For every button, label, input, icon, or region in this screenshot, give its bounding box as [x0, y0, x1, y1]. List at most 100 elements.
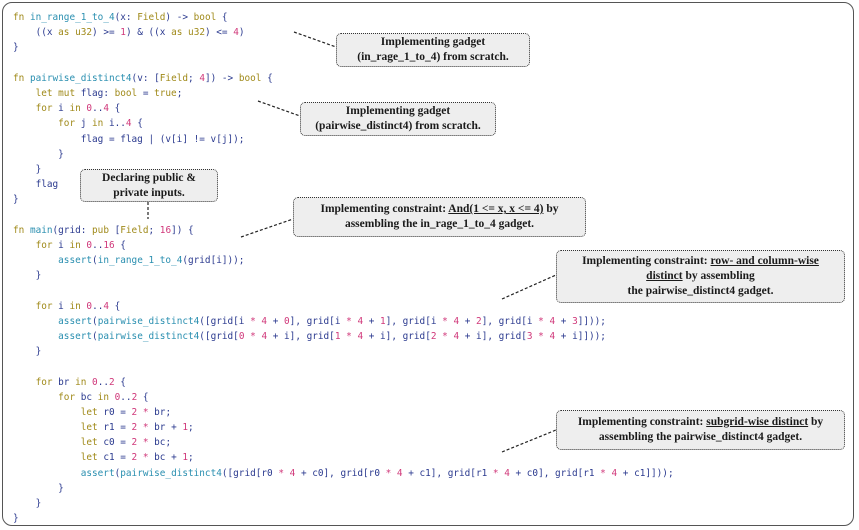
code-token: Field: [137, 12, 166, 23]
code-token: for: [35, 239, 53, 251]
note-gadget-range-line2: (in_rage_1_to_4) from scratch.: [357, 51, 509, 63]
code-token: 2: [430, 330, 437, 342]
code-line: let c1 = 2 * bc + 1;: [13, 450, 674, 465]
code-token: +: [363, 315, 381, 327]
code-token: ) >=: [92, 27, 121, 39]
code-token: 4: [233, 27, 239, 39]
note-constraint-subgrid-prefix: Implementing constraint:: [577, 416, 707, 428]
code-line: let r1 = 2 * br + 1;: [13, 420, 674, 435]
note-constraint-rowcol-prefix: Implementing constraint:: [582, 255, 711, 267]
code-line: ((x as u32) >= 1) & ((x as u32) <= 4): [13, 25, 674, 40]
code-token: {: [109, 300, 121, 312]
code-token: }: [13, 482, 64, 494]
code-line: for br in 0..2 {: [13, 375, 674, 390]
code-token: 4: [357, 315, 364, 327]
code-token: *: [142, 422, 149, 434]
code-line: }: [13, 147, 674, 162]
code-token: ]) ->: [204, 72, 239, 84]
code-token: }: [13, 513, 19, 525]
code-token: 2: [131, 391, 138, 403]
code-token: {: [109, 103, 121, 115]
code-token: Field: [159, 72, 189, 84]
code-line: flag: [13, 177, 674, 192]
code-token: let: [80, 422, 98, 434]
code-token: (grid[i]));: [182, 255, 245, 266]
code-token: + c0], grid[r0: [295, 467, 386, 479]
code-token: (x:: [114, 12, 138, 23]
code-token: i: [52, 103, 70, 115]
code-token: pub: [92, 224, 109, 236]
code-token: pairwise_distinct4: [97, 315, 200, 327]
code-token: in: [75, 376, 87, 388]
code-line: for bc in 0..2 {: [13, 390, 674, 405]
code-token: *: [385, 467, 392, 479]
code-line: }: [13, 268, 674, 283]
code-token: + i], grid[: [363, 330, 431, 342]
connector-gadget-distinct: [257, 100, 301, 117]
code-token: + c1], grid[r1: [402, 467, 493, 479]
code-token: 1: [380, 315, 386, 327]
code-token: {: [114, 239, 126, 251]
note-inputs-line2: private inputs.: [113, 186, 185, 199]
code-token: fn: [13, 72, 30, 84]
code-token: for: [35, 376, 53, 388]
code-token: for: [58, 391, 76, 403]
code-token: 4: [261, 330, 268, 342]
code-token: =: [137, 87, 155, 99]
code-token: flag = flag | (v[i] != v[j]);: [13, 133, 245, 145]
code-token: 1: [334, 330, 341, 342]
code-token: + c1]]));: [617, 467, 674, 479]
code-token: 4: [125, 118, 132, 130]
code-token: i: [52, 239, 70, 251]
code-line: }: [13, 162, 674, 177]
note-constraint-rowcol-line3: the pairwise_distinct4 gadget.: [627, 285, 774, 297]
code-token: assert: [58, 315, 93, 327]
connector-gadget-range: [293, 31, 337, 48]
code-token: }: [13, 346, 42, 358]
code-token: 4: [504, 467, 510, 479]
code-token: ..: [92, 239, 104, 251]
note-constraint-subgrid-suffix: by: [808, 416, 824, 428]
code-token: 4: [103, 103, 110, 115]
code-token: in_range_1_to_4: [97, 255, 183, 266]
code-token: (: [114, 467, 121, 479]
note-constraint-rowcol-line1: Implementing constraint: row- and column…: [582, 254, 819, 269]
note-constraint-subgrid-emph: subgrid-wise distinct: [706, 416, 809, 428]
code-token: 0: [114, 391, 121, 403]
code-token: (: [92, 255, 98, 266]
code-token: (v: [: [131, 72, 160, 84]
code-token: 3: [526, 330, 533, 342]
connector-constraint-subgrid: [501, 429, 557, 453]
code-token: *: [538, 315, 544, 327]
code-token: +: [555, 315, 573, 327]
code-token: 2: [476, 315, 482, 327]
code-token: ) & ((x: [125, 27, 172, 39]
code-token: {: [261, 72, 273, 84]
code-token: *: [250, 315, 256, 327]
note-constraint-subgrid-line1: Implementing constraint: subgrid-wise di…: [578, 415, 823, 430]
code-token: for: [35, 300, 53, 312]
note-constraint-subgrid-line2: assembling the pairwise_distinct4 gadget…: [598, 431, 803, 443]
code-line: assert(pairwise_distinct4([grid[r0 * 4 +…: [13, 466, 674, 481]
code-token: 0: [284, 315, 290, 327]
code-token: 0: [238, 330, 245, 342]
code-line: }: [13, 344, 674, 359]
code-token: + c0], grid[r1: [509, 467, 601, 479]
code-token: {: [131, 118, 143, 130]
code-token: + i], grid[: [459, 330, 527, 342]
connector-constraint-range: [240, 218, 294, 238]
code-token: ], grid[i: [481, 315, 539, 327]
code-line: }: [13, 481, 674, 496]
code-line: let mut flag: bool = true;: [13, 86, 674, 101]
code-token: +: [459, 315, 477, 327]
code-token: assert: [58, 255, 93, 266]
code-line: flag = flag | (v[i] != v[j]);: [13, 132, 674, 147]
code-token: 2: [131, 406, 138, 418]
code-token: ([grid[i: [199, 315, 251, 327]
note-constraint-range-prefix: Implementing constraint:: [320, 203, 449, 215]
code-token: }: [13, 42, 19, 54]
code-token: 2: [131, 422, 138, 434]
code-token: in_range_1_to_4: [29, 12, 115, 23]
code-line: assert(pairwise_distinct4([grid[i * 4 + …: [13, 314, 674, 329]
code-token: 2: [109, 376, 115, 388]
